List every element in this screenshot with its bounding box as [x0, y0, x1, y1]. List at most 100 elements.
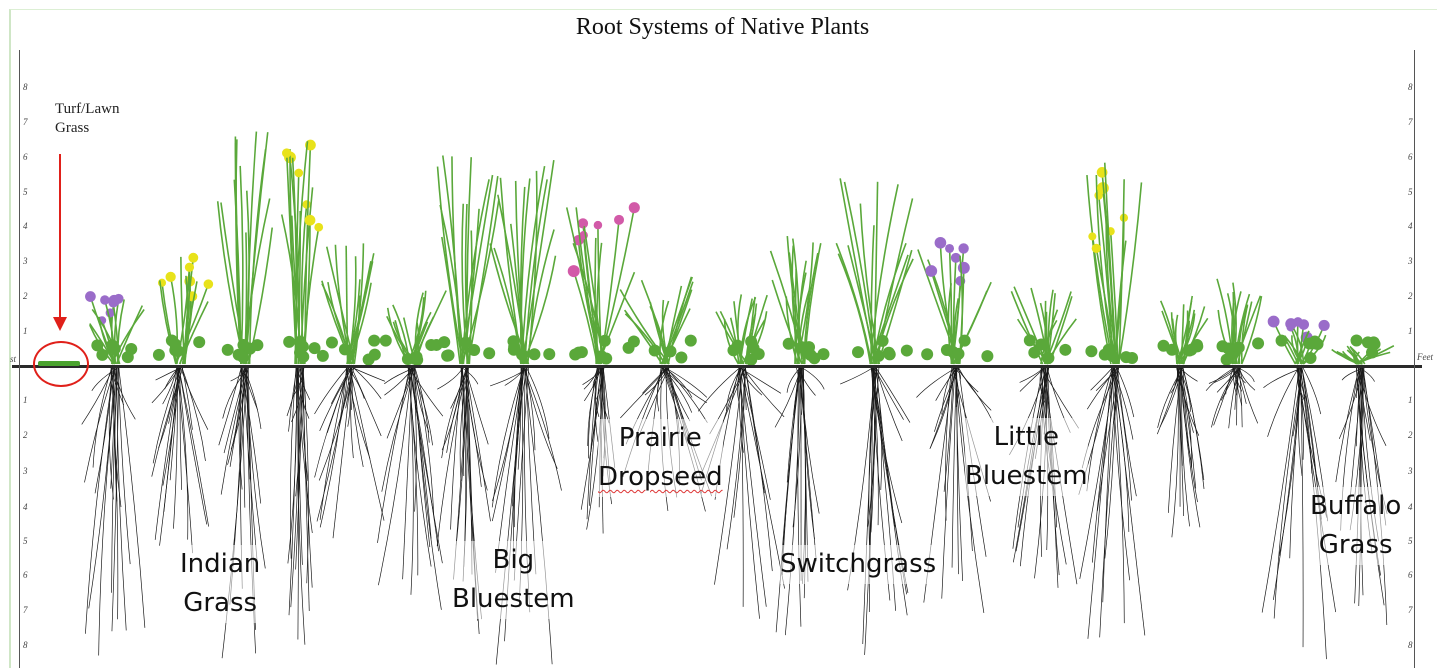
plant-leaf-cluster — [804, 349, 816, 361]
plant-leaf-cluster — [783, 338, 795, 350]
plant-leaf-cluster — [664, 345, 676, 357]
right-ruler-tick: 8 — [1408, 640, 1413, 650]
plant-18 — [1217, 279, 1265, 366]
plant-leaf-cluster — [732, 340, 744, 352]
plant-stem — [522, 160, 554, 364]
plant-leaf-cluster — [921, 348, 933, 360]
root-strand — [353, 368, 385, 381]
root-strand — [1262, 368, 1299, 613]
right-ruler-tick: 6 — [1408, 152, 1413, 162]
plant-leaf-cluster — [317, 350, 329, 362]
plant-flower — [282, 148, 291, 157]
root-strand — [739, 368, 759, 619]
plant-leaf-cluster — [153, 349, 165, 361]
label-buffalo-grass-line1: Buffalo — [1310, 487, 1401, 526]
root-system-2 — [152, 368, 209, 553]
plant-flower — [594, 221, 602, 229]
plant-4 — [282, 140, 323, 364]
plant-flower — [1088, 232, 1096, 240]
plant-leaf-cluster — [283, 336, 295, 348]
root-strand — [82, 368, 113, 424]
left-ruler-tick: 7 — [23, 117, 28, 127]
plant-leaf-cluster — [91, 339, 103, 351]
plant-leaf-cluster — [1166, 344, 1178, 356]
plant-flower — [188, 253, 198, 263]
plant-leaf-cluster — [1233, 342, 1245, 354]
plant-flower — [85, 291, 96, 302]
left-ruler-tick: 3 — [23, 466, 28, 476]
plant-leaf-cluster — [600, 352, 612, 364]
plant-stem — [1298, 322, 1299, 364]
plant-leaf-cluster — [901, 345, 913, 357]
label-little-bluestem-line1: Little — [965, 418, 1088, 457]
plant-flower — [935, 237, 947, 249]
plant-19 — [1268, 316, 1330, 364]
plant-flower — [1319, 320, 1330, 331]
plant-leaf-cluster — [326, 336, 338, 348]
plant-leaf-cluster — [294, 347, 306, 359]
right-ruler-tick: 3 — [1408, 256, 1413, 266]
plant-leaf-cluster — [1185, 344, 1197, 356]
plant-flower — [158, 279, 166, 287]
turf-lawn-grass-label: Turf/Lawn Grass — [55, 100, 119, 138]
plant-13 — [836, 178, 913, 364]
label-little-bluestem-line2: Bluestem — [965, 457, 1088, 496]
right-ruler-tick: 4 — [1408, 221, 1413, 231]
plant-leaf-cluster — [959, 335, 971, 347]
plant-leaf-cluster — [873, 350, 885, 362]
plant-flower — [185, 263, 194, 272]
right-ruler-tick: 7 — [1408, 605, 1413, 615]
foliage-layer — [85, 132, 1394, 366]
plant-leaf-cluster — [1222, 342, 1234, 354]
plant-flower — [166, 272, 176, 282]
plant-leaf-cluster — [1252, 337, 1264, 349]
root-strand — [180, 368, 182, 490]
plant-leaf-cluster — [649, 345, 661, 357]
plant-flower — [958, 262, 970, 274]
label-indian-grass-line1: Indian — [180, 545, 260, 584]
plant-20 — [1332, 335, 1394, 364]
plant-leaf-cluster — [941, 344, 953, 356]
root-strand — [527, 368, 549, 439]
plant-6 — [380, 291, 446, 366]
plant-leaf-cluster — [193, 336, 205, 348]
plant-flower — [1298, 319, 1309, 330]
plant-leaf-cluster — [675, 351, 687, 363]
plant-flower — [568, 265, 580, 277]
turf-arrow-head — [53, 317, 67, 331]
root-strand — [1117, 368, 1134, 417]
plant-leaf-cluster — [1304, 338, 1316, 350]
root-strand — [524, 368, 552, 664]
plant-3 — [218, 132, 273, 364]
left-ruler-tick: 3 — [23, 256, 28, 266]
plant-leaf-cluster — [877, 335, 889, 347]
root-system-13 — [840, 368, 910, 655]
root-strand — [1290, 368, 1302, 558]
label-buffalo-grass: Buffalo Grass — [1310, 487, 1401, 565]
left-ruler-tick: 7 — [23, 605, 28, 615]
left-ruler-tick: 4 — [23, 221, 28, 231]
root-strand — [437, 368, 462, 389]
plant-leaf-cluster — [753, 348, 765, 360]
label-indian-grass-line2: Grass — [180, 584, 260, 623]
plant-flower — [100, 295, 109, 304]
right-ruler-tick: 2 — [1408, 430, 1413, 440]
plant-leaf-cluster — [106, 339, 118, 351]
left-ruler-tick: 4 — [23, 502, 28, 512]
plant-flower — [108, 298, 118, 308]
plant-leaf-cluster — [981, 350, 993, 362]
plant-flower — [294, 169, 303, 178]
right-ruler-tick: 5 — [1408, 536, 1413, 546]
root-strand — [350, 368, 384, 521]
root-strand — [1088, 368, 1112, 639]
plant-2 — [153, 253, 213, 364]
root-strand — [118, 368, 130, 564]
root-strand — [119, 368, 145, 628]
root-strand — [315, 368, 351, 477]
root-strand — [317, 368, 351, 521]
turf-grass-sample — [38, 361, 80, 366]
right-ruler-tick: 5 — [1408, 187, 1413, 197]
root-system-16 — [1079, 368, 1145, 639]
root-system-6 — [377, 368, 442, 610]
label-big-bluestem-line1: Big — [452, 541, 575, 580]
